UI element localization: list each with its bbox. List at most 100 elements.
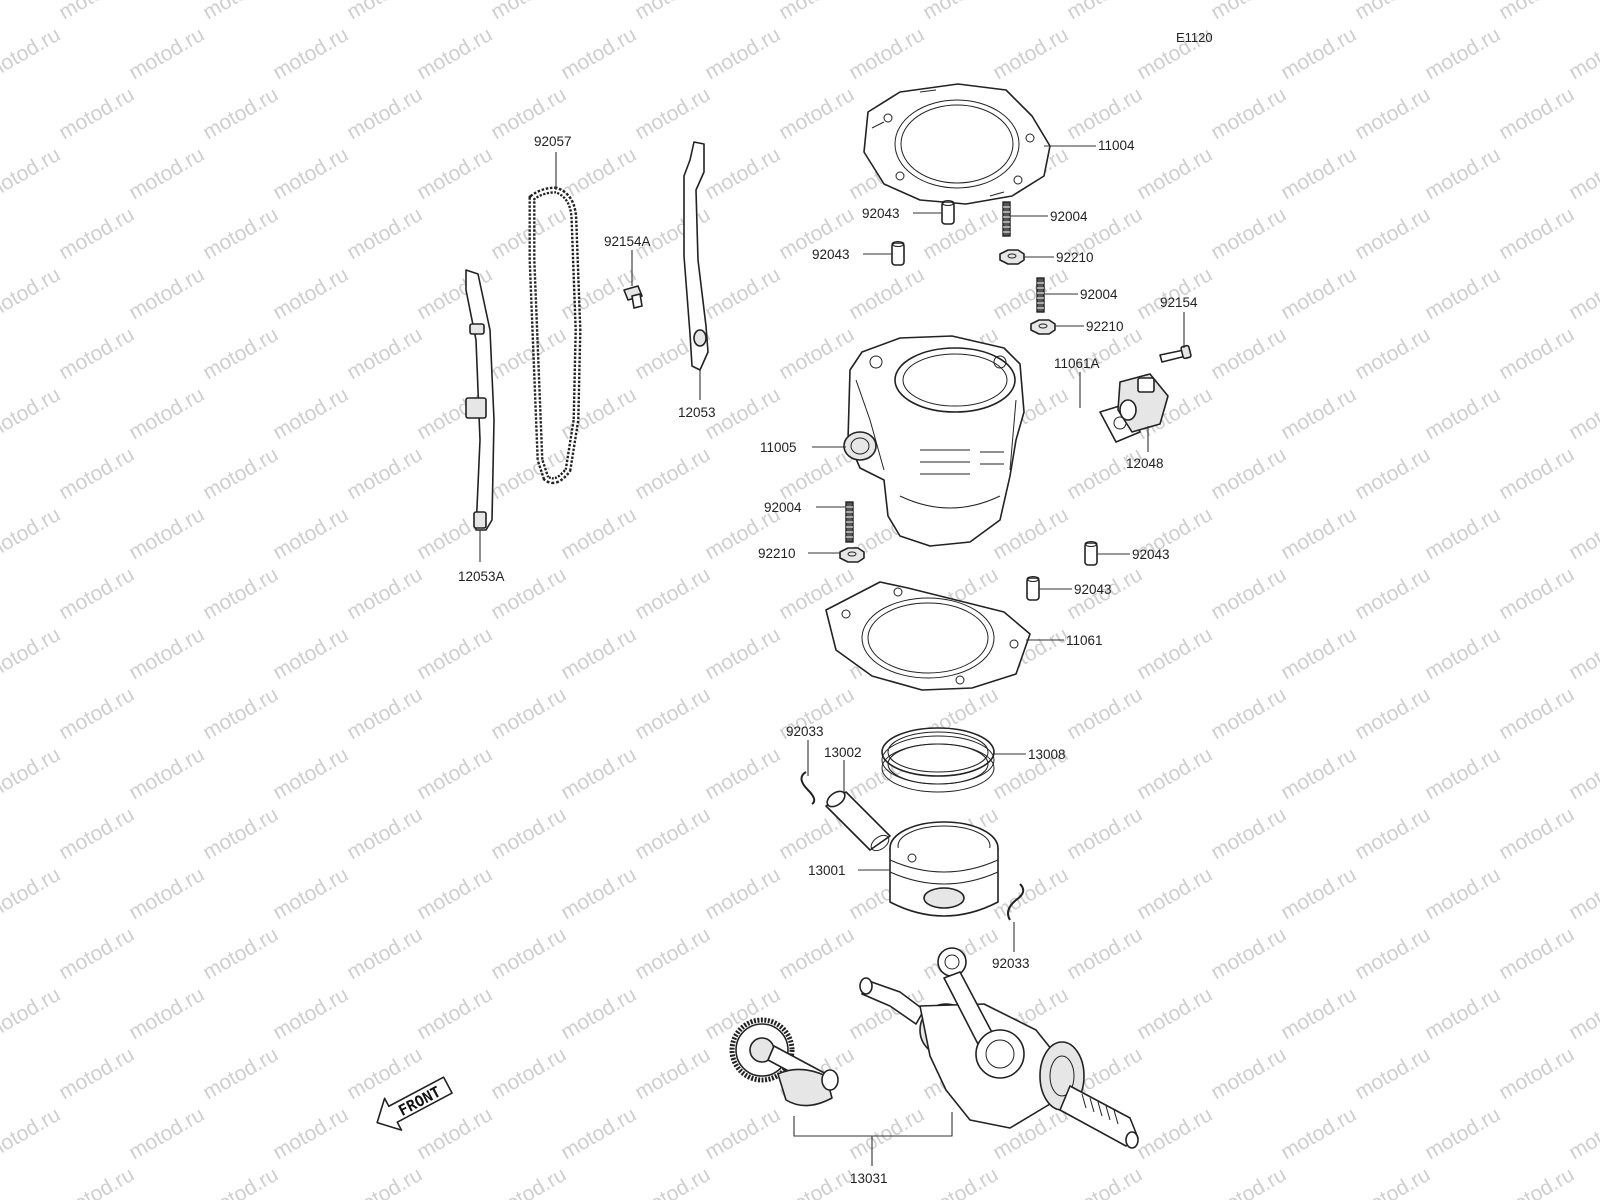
watermark-text: motod.ru [631, 0, 714, 24]
watermark-text: motod.ru [343, 563, 426, 624]
watermark-text: motod.ru [125, 1103, 208, 1164]
part-label-92210-c[interactable]: 92210 [758, 546, 796, 561]
part-label-92057[interactable]: 92057 [534, 134, 572, 149]
dowel-pin-lower-1[interactable] [1084, 541, 1098, 566]
piston[interactable] [889, 821, 999, 917]
part-label-13001[interactable]: 13001 [808, 863, 846, 878]
watermark-text: motod.ru [557, 23, 640, 84]
watermark-text: motod.ru [919, 203, 1002, 264]
watermark-text: motod.ru [1063, 923, 1146, 984]
nut-lower[interactable] [839, 547, 865, 563]
part-label-11004[interactable]: 11004 [1098, 138, 1135, 153]
piston-ring-set[interactable] [881, 727, 995, 793]
part-label-11061A[interactable]: 11061A [1054, 356, 1100, 371]
stud-bolt-lower[interactable] [845, 501, 854, 543]
watermark-text: motod.ru [199, 443, 282, 504]
callout-92043-d: 92043 [1039, 582, 1112, 597]
watermark-text: motod.ru [269, 383, 352, 444]
dowel-pin-upper-1[interactable] [941, 200, 955, 225]
watermark-text: motod.ru [55, 323, 138, 384]
tensioner-bolt[interactable] [1159, 344, 1192, 363]
nut-upper-2[interactable] [1030, 319, 1056, 335]
watermark-text: motod.ru [55, 443, 138, 504]
watermark-text: motod.ru [55, 683, 138, 744]
part-label-92210-a[interactable]: 92210 [1056, 250, 1094, 265]
watermark-text: motod.ru [1133, 1103, 1216, 1164]
watermark-text: motod.ru [701, 143, 784, 204]
callout-92033-b: 92033 [992, 922, 1030, 971]
part-label-11005[interactable]: 11005 [760, 440, 797, 455]
watermark-text: motod.ru [0, 1103, 64, 1164]
watermark-text: motod.ru [199, 83, 282, 144]
watermark-text: motod.ru [125, 863, 208, 924]
piston-pin[interactable] [824, 788, 891, 853]
watermark-text: motod.ru [343, 203, 426, 264]
part-label-12053[interactable]: 12053 [678, 405, 716, 420]
callout-92210-a: 92210 [1024, 250, 1094, 265]
part-label-13031[interactable]: 13031 [850, 1171, 888, 1186]
watermark-text: motod.ru [487, 0, 570, 24]
connecting-rod[interactable] [937, 947, 1025, 1079]
part-label-12048[interactable]: 12048 [1126, 456, 1164, 471]
watermark-text: motod.ru [1133, 743, 1216, 804]
part-label-92043-c[interactable]: 92043 [1132, 547, 1170, 562]
stud-bolt-upper-1[interactable] [1002, 201, 1011, 237]
watermark-text: motod.ru [557, 623, 640, 684]
watermark-text: motod.ru [1277, 743, 1360, 804]
part-label-92033-a[interactable]: 92033 [786, 724, 824, 739]
watermark-text: motod.ru [1351, 683, 1434, 744]
part-label-92004-a[interactable]: 92004 [1050, 209, 1088, 224]
watermark-text: motod.ru [1495, 443, 1578, 504]
chain-guide-12053A[interactable] [465, 269, 495, 531]
watermark-text: motod.ru [775, 923, 858, 984]
part-label-12053A[interactable]: 12053A [458, 569, 505, 584]
watermark-text: motod.ru [701, 743, 784, 804]
dowel-pin-lower-2[interactable] [1026, 576, 1040, 601]
part-label-92154A[interactable]: 92154A [604, 234, 651, 249]
watermark-text: motod.ru [269, 863, 352, 924]
piston-pin-clip-right[interactable] [1007, 883, 1025, 921]
watermark-text: motod.ru [343, 803, 426, 864]
cam-chain[interactable] [528, 186, 582, 485]
watermark-text: motod.ru [1565, 263, 1600, 324]
part-label-11061[interactable]: 11061 [1066, 633, 1103, 648]
watermark-text: motod.ru [631, 563, 714, 624]
dowel-pin-upper-2[interactable] [891, 241, 905, 266]
cylinder-block[interactable] [843, 335, 1025, 547]
cylinder-base-gasket[interactable] [825, 581, 1031, 691]
watermark-text: motod.ru [1277, 623, 1360, 684]
watermark-text: motod.ru [1351, 203, 1434, 264]
watermark-text: motod.ru [1351, 83, 1434, 144]
callout-11061: 11061 [1026, 633, 1103, 648]
watermark-text: motod.ru [55, 1043, 138, 1104]
cylinder-head-gasket[interactable] [863, 83, 1051, 205]
watermark-text: motod.ru [343, 83, 426, 144]
callout-13008: 13008 [994, 747, 1066, 762]
part-label-92033-b[interactable]: 92033 [992, 956, 1030, 971]
watermark-text: motod.ru [1495, 563, 1578, 624]
part-label-92004-c[interactable]: 92004 [764, 500, 802, 515]
part-label-92004-b[interactable]: 92004 [1080, 287, 1118, 302]
balancer-shaft[interactable] [729, 1017, 839, 1107]
stud-bolt-upper-2[interactable] [1036, 277, 1045, 313]
part-label-92154[interactable]: 92154 [1160, 295, 1198, 310]
part-label-92043-d[interactable]: 92043 [1074, 582, 1112, 597]
nut-upper-1[interactable] [999, 249, 1025, 265]
watermark-text: motod.ru [1063, 1163, 1146, 1200]
part-label-13002[interactable]: 13002 [824, 745, 862, 760]
part-label-92043-b[interactable]: 92043 [812, 247, 850, 262]
piston-pin-clip-left[interactable] [800, 771, 816, 805]
part-label-92210-b[interactable]: 92210 [1086, 319, 1124, 334]
watermark-text: motod.ru [1351, 1163, 1434, 1200]
part-label-92043-a[interactable]: 92043 [862, 206, 900, 221]
watermark-text: motod.ru [701, 623, 784, 684]
watermark-text: motod.ru [1277, 863, 1360, 924]
watermark-text: motod.ru [487, 923, 570, 984]
chain-guide-12053[interactable] [683, 141, 709, 371]
cam-chain-tensioner[interactable] [1117, 373, 1169, 433]
watermark-text: motod.ru [1565, 503, 1600, 564]
part-label-13008[interactable]: 13008 [1028, 747, 1066, 762]
guide-pivot-bolt[interactable] [623, 285, 643, 309]
watermark-text: motod.ru [1421, 863, 1504, 924]
watermark-text: motod.ru [487, 803, 570, 864]
